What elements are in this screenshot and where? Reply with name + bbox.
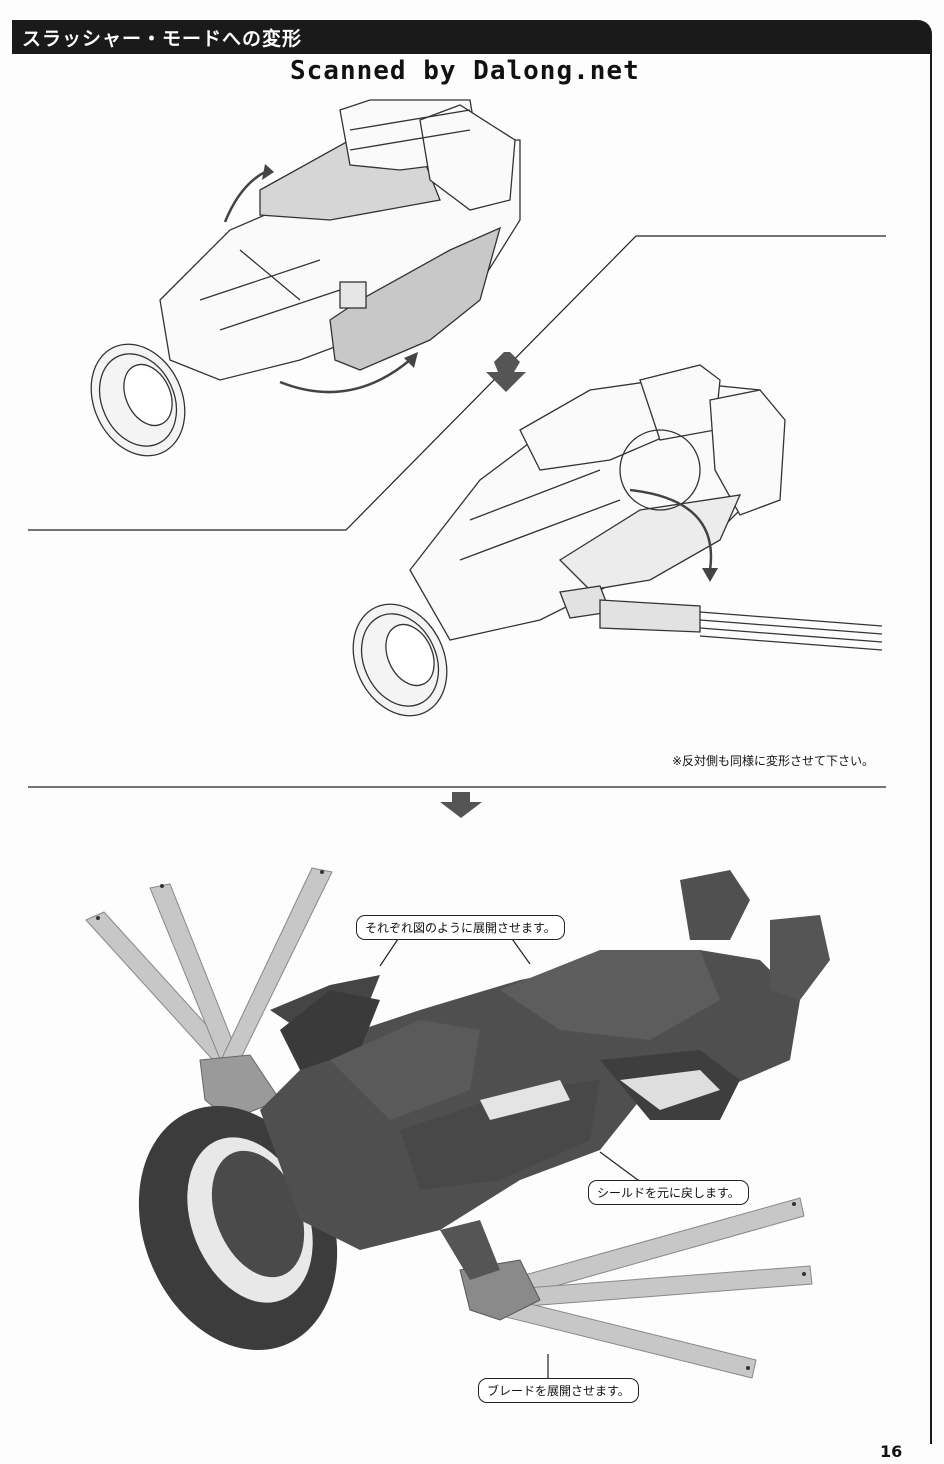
arrowheads-step1 <box>262 164 418 368</box>
callout-deploy-each: それぞれ図のように展開させます。 <box>356 915 565 940</box>
page-title: スラッシャー・モードへの変形 <box>22 28 303 50</box>
vehicle-lineart-step1 <box>90 99 521 457</box>
down-arrow-icon <box>440 792 482 818</box>
step-arrow-icon <box>486 352 526 392</box>
scan-watermark: Scanned by Dalong.net <box>290 56 640 86</box>
page-border <box>12 54 932 1444</box>
rotation-arrows-step1 <box>223 170 411 394</box>
vehicle-lineart-step2 <box>352 364 883 717</box>
page-number: 16 <box>880 1442 903 1461</box>
arrowhead-step2 <box>702 568 718 582</box>
callout-return-shield: シールドを元に戻します。 <box>588 1180 749 1205</box>
vehicle-photo-step3 <box>85 867 830 1379</box>
header-bar: スラッシャー・モードへの変形 <box>12 20 932 54</box>
instruction-note: ※反対側も同様に変形させて下さい。 <box>672 754 875 768</box>
callout-deploy-blades: ブレードを展開させます。 <box>478 1378 639 1403</box>
rotation-arrow-step2 <box>629 488 713 571</box>
section-divider-lines <box>28 235 886 788</box>
